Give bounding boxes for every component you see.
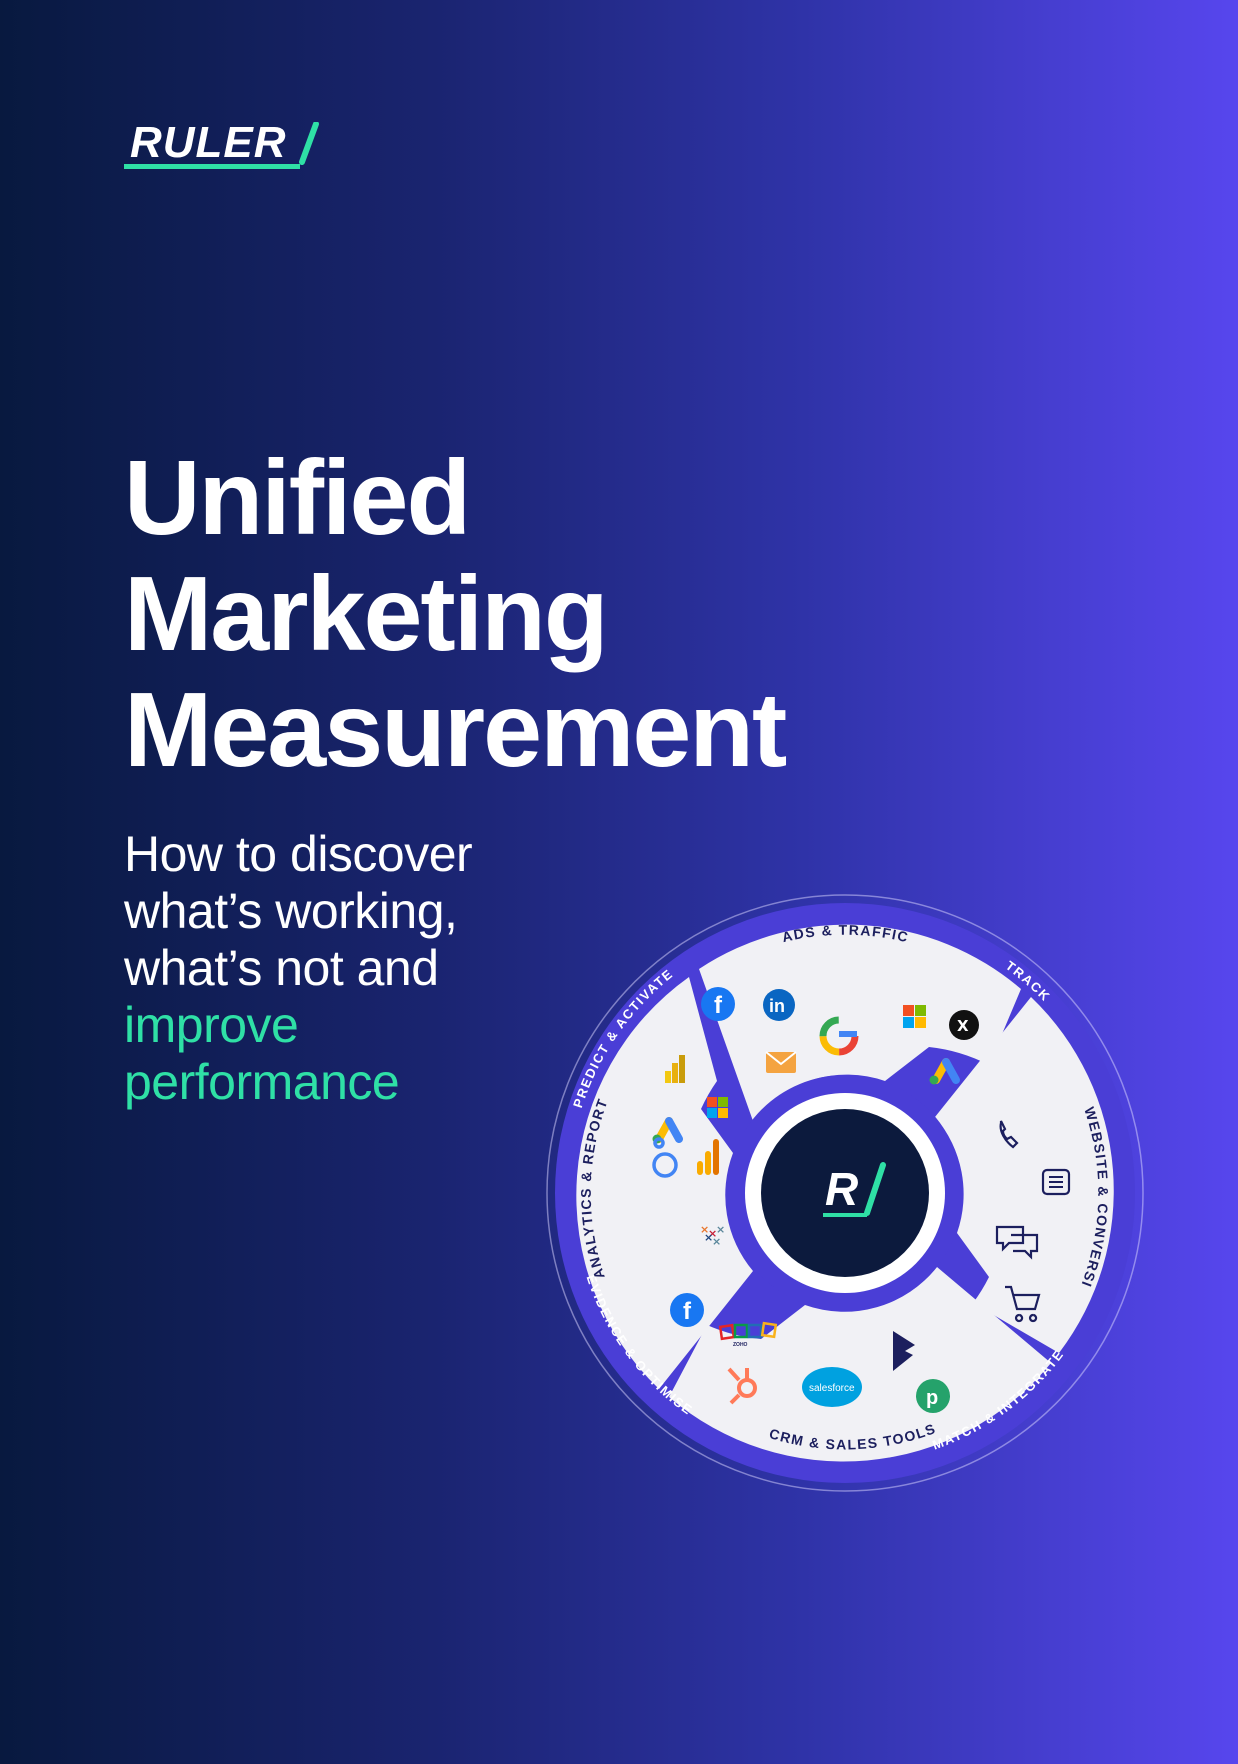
chat-icon — [995, 1225, 1039, 1260]
segment-website-conversion — [935, 997, 1114, 1353]
power-bi-icon — [665, 1055, 685, 1083]
svg-text:×: × — [700, 1223, 709, 1236]
google-icon — [819, 1016, 859, 1056]
svg-text:salesforce: salesforce — [809, 1383, 855, 1394]
svg-text:×: × — [704, 1231, 713, 1244]
google-analytics-icon — [697, 1139, 719, 1175]
subtitle-highlight-line: improve — [124, 997, 299, 1053]
svg-text:p: p — [926, 1387, 938, 1409]
segment-label-ads-traffic: ADS & TRAFFIC — [780, 922, 910, 946]
svg-text:×: × — [712, 1235, 721, 1248]
linkedin-icon: in — [763, 989, 795, 1021]
center-dark-circle — [761, 1109, 929, 1277]
svg-text:f: f — [714, 992, 723, 1019]
logo-text: RULER — [130, 118, 287, 167]
svg-text:×: × — [708, 1227, 717, 1240]
title-line: Marketing — [124, 555, 609, 673]
zoho-icon: ZOHO — [718, 1321, 778, 1348]
form-icon — [1041, 1168, 1071, 1196]
hubspot-icon — [727, 1367, 757, 1405]
subtitle-highlight-line: performance — [124, 1054, 400, 1110]
cart-icon — [1005, 1285, 1041, 1323]
title-line: Measurement — [124, 671, 787, 789]
center-logo-slash-icon — [864, 1162, 886, 1216]
segment-crm-sales — [669, 1267, 1051, 1462]
phone-icon — [999, 1120, 1019, 1149]
facebook-icon: f — [701, 987, 735, 1021]
form-icon-lines — [1049, 1176, 1063, 1188]
google-ads-icon — [929, 1058, 960, 1085]
microsoft-icon — [903, 1005, 926, 1028]
subtitle: How to discover what’s working, what’s n… — [124, 826, 473, 1111]
page-title: Unified Marketing Measurement — [124, 439, 787, 789]
email-icon — [765, 1051, 797, 1073]
logo-underline — [124, 164, 300, 169]
subtitle-line: what’s not and — [124, 940, 439, 996]
svg-text:X: X — [957, 1017, 969, 1035]
facebook-icon: f — [670, 1293, 704, 1327]
x-icon: X — [949, 1010, 979, 1040]
svg-text:ZOHO: ZOHO — [733, 1342, 748, 1348]
logo-slash-icon — [299, 122, 319, 165]
microsoft-icon — [707, 1097, 728, 1118]
website-conversion-icons — [995, 1120, 1071, 1323]
svg-text:f: f — [683, 1298, 692, 1325]
subtitle-line: How to discover — [124, 826, 473, 882]
outer-thin-ring — [546, 894, 1144, 1492]
google-ads-icon — [652, 1117, 683, 1144]
ruler-logo: RULER — [124, 116, 324, 176]
measurement-wheel-diagram: R PREDICT & ACTIVATE TRACK MATCH & INTEG… — [546, 894, 1144, 1492]
segment-analytics-reporting — [576, 977, 753, 1389]
center-logo-letter: R — [825, 1163, 858, 1215]
dynamics-icon — [893, 1331, 915, 1371]
salesforce-icon: salesforce — [802, 1367, 862, 1407]
svg-text:×: × — [716, 1223, 725, 1236]
pipedrive-icon: p — [916, 1379, 950, 1413]
svg-text:in: in — [769, 996, 785, 1016]
subtitle-line: what’s working, — [124, 883, 458, 939]
title-line: Unified — [124, 439, 471, 557]
looker-icon — [652, 1137, 678, 1178]
tableau-icon: × × × × × — [700, 1223, 725, 1248]
